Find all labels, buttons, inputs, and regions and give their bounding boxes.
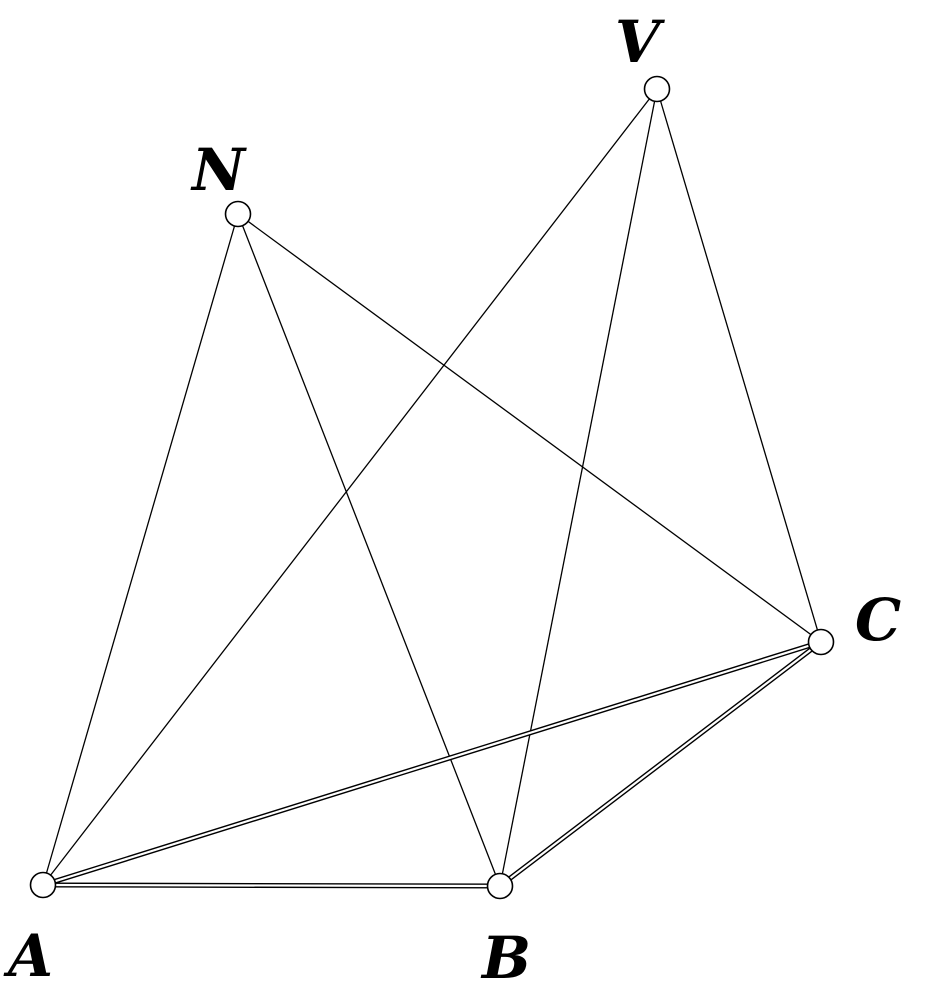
edge-n-b <box>237 213 501 887</box>
vertex-label-a: A <box>3 922 53 990</box>
edge-b-c <box>497 639 824 889</box>
vertex-layer <box>29 75 835 900</box>
label-layer: A B C N V <box>3 8 901 992</box>
vertex-v <box>643 75 671 103</box>
edge-n-b-stroke <box>237 213 501 887</box>
edge-v-a <box>42 88 658 886</box>
edge-a-b <box>40 882 503 889</box>
vertex-c <box>807 628 835 656</box>
vertex-b <box>486 872 514 900</box>
edge-v-b <box>499 88 658 887</box>
edge-n-a-stroke <box>42 213 239 886</box>
vertex-label-n: N <box>190 136 247 204</box>
vertex-n <box>224 200 252 228</box>
vertex-label-c: C <box>855 586 901 654</box>
edge-a-b-stroke <box>41 883 502 888</box>
edge-n-a <box>42 213 239 886</box>
edge-b-c-stroke <box>498 640 823 888</box>
vertex-label-b: B <box>480 924 531 992</box>
edge-v-a-stroke <box>42 88 658 886</box>
edge-v-c-stroke <box>656 88 822 643</box>
vertex-a <box>29 871 57 899</box>
edge-n-c <box>237 213 822 643</box>
edge-a-c-stroke <box>41 640 823 887</box>
edge-layer <box>40 88 824 889</box>
vertex-label-v: V <box>615 8 665 76</box>
edge-n-c-stroke <box>237 213 822 643</box>
edge-a-c <box>40 639 824 888</box>
edge-v-c <box>656 88 822 643</box>
edge-v-b-stroke <box>499 88 658 887</box>
